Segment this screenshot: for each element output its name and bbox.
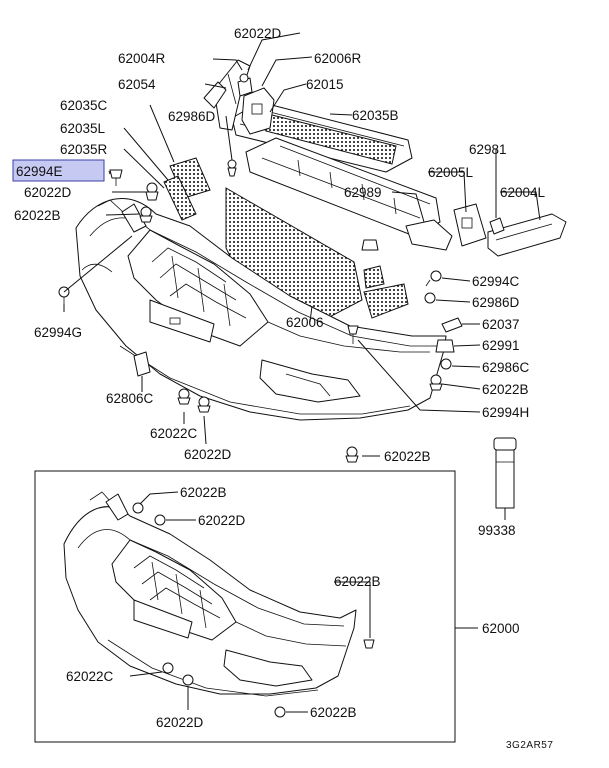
clip-62022B-mid (345, 446, 359, 463)
label-62994E[interactable]: 62994E (16, 164, 63, 179)
label-62035R[interactable]: 62035R (60, 142, 108, 157)
bumper-assembly-illustration (58, 59, 567, 509)
label-62022B-box3[interactable]: 62022B (310, 705, 357, 720)
energy-absorber (245, 137, 441, 237)
clip-62994C (425, 270, 442, 287)
label-62994G[interactable]: 62994G (34, 325, 82, 340)
label-62004R[interactable]: 62004R (118, 51, 166, 66)
label-62022B-box1[interactable]: 62022B (180, 485, 227, 500)
label-62015[interactable]: 62015 (306, 77, 344, 92)
right-bracket-62005L (453, 203, 487, 247)
clip-62994G (58, 286, 70, 306)
front-bumper-cover (75, 198, 447, 421)
leader-lines (63, 32, 541, 520)
label-62994C[interactable]: 62994C (472, 274, 520, 289)
label-62022D-top[interactable]: 62022D (234, 26, 282, 41)
clip-62022B-left (139, 206, 153, 223)
label-62035C[interactable]: 62035C (60, 98, 108, 113)
label-62000[interactable]: 62000 (482, 621, 520, 636)
label-62022C-mid[interactable]: 62022C (150, 426, 198, 441)
bumper-cover-complete-illustration (63, 491, 357, 697)
right-bracket-62004L (487, 213, 567, 257)
sealant-tube-99338 (493, 437, 517, 509)
support-62989 (405, 219, 453, 251)
clip-62022B-box1 (132, 502, 144, 514)
label-62989[interactable]: 62989 (344, 185, 382, 200)
right-mesh-62986D (363, 283, 409, 319)
label-62054[interactable]: 62054 (118, 77, 156, 92)
clip-62981 (489, 217, 505, 235)
clip-62022D-box2 (182, 674, 194, 686)
label-62986D-top[interactable]: 62986D (168, 109, 216, 124)
label-62991[interactable]: 62991 (482, 338, 520, 353)
label-62994H[interactable]: 62994H (482, 405, 529, 420)
clip-62806C (133, 351, 151, 377)
label-62022B-mid[interactable]: 62022B (384, 449, 431, 464)
grille-mesh-62035L (163, 175, 197, 221)
label-62037[interactable]: 62037 (482, 317, 520, 332)
clip-62022D-box1 (154, 514, 166, 526)
clip-62986D-top (227, 159, 237, 177)
label-62022D-box2[interactable]: 62022D (156, 715, 204, 730)
clip-62986D-right (424, 292, 436, 304)
label-62006[interactable]: 62006 (286, 315, 324, 330)
clip-62022B-box3 (274, 706, 286, 718)
clip-62022D-mid (197, 396, 211, 413)
clip-62022B-right (429, 374, 443, 391)
label-62006R[interactable]: 62006R (314, 51, 362, 66)
clip-62022B-box2 (363, 639, 375, 649)
label-62022B-right[interactable]: 62022B (482, 382, 529, 397)
clip-62022C-mid (177, 388, 191, 405)
diagram-code: 3G2AR57 (506, 740, 553, 751)
label-62022D-box1[interactable]: 62022D (198, 513, 246, 528)
clip-62986C (440, 358, 452, 370)
label-62022C-box[interactable]: 62022C (66, 669, 114, 684)
clip-62037 (441, 317, 463, 333)
label-62022D-mid[interactable]: 62022D (184, 447, 232, 462)
label-62005L[interactable]: 62005L (428, 165, 474, 180)
clip-62994H (347, 325, 359, 344)
label-62004L[interactable]: 62004L (500, 185, 546, 200)
label-62981[interactable]: 62981 (469, 142, 507, 157)
right-mesh-upper (363, 265, 385, 289)
assembly-box (34, 470, 456, 743)
label-62022B-box2[interactable]: 62022B (334, 574, 381, 589)
label-62035L[interactable]: 62035L (60, 121, 106, 136)
box-clips (132, 502, 375, 718)
label-62035B[interactable]: 62035B (352, 108, 399, 123)
highlighted-part-box (12, 159, 105, 182)
label-62806C[interactable]: 62806C (106, 391, 154, 406)
clip-62022C-box (162, 662, 174, 674)
part-labels: 62022D 62004R 62006R 62054 62015 62035C … (14, 26, 553, 751)
label-99338[interactable]: 99338 (478, 523, 516, 538)
label-62986C[interactable]: 62986C (482, 360, 530, 375)
clip-62994E (109, 169, 123, 186)
label-62022B-left[interactable]: 62022B (14, 208, 61, 223)
label-62022D-left[interactable]: 62022D (24, 185, 72, 200)
clip-62991 (435, 339, 455, 353)
clip-62022D-top (237, 73, 253, 97)
clip-62989-nut (361, 239, 379, 251)
box-leader-lines (129, 491, 371, 713)
bracket-62006R (241, 87, 275, 135)
clip-62022D-left (145, 182, 159, 201)
label-62986D-right[interactable]: 62986D (472, 295, 520, 310)
